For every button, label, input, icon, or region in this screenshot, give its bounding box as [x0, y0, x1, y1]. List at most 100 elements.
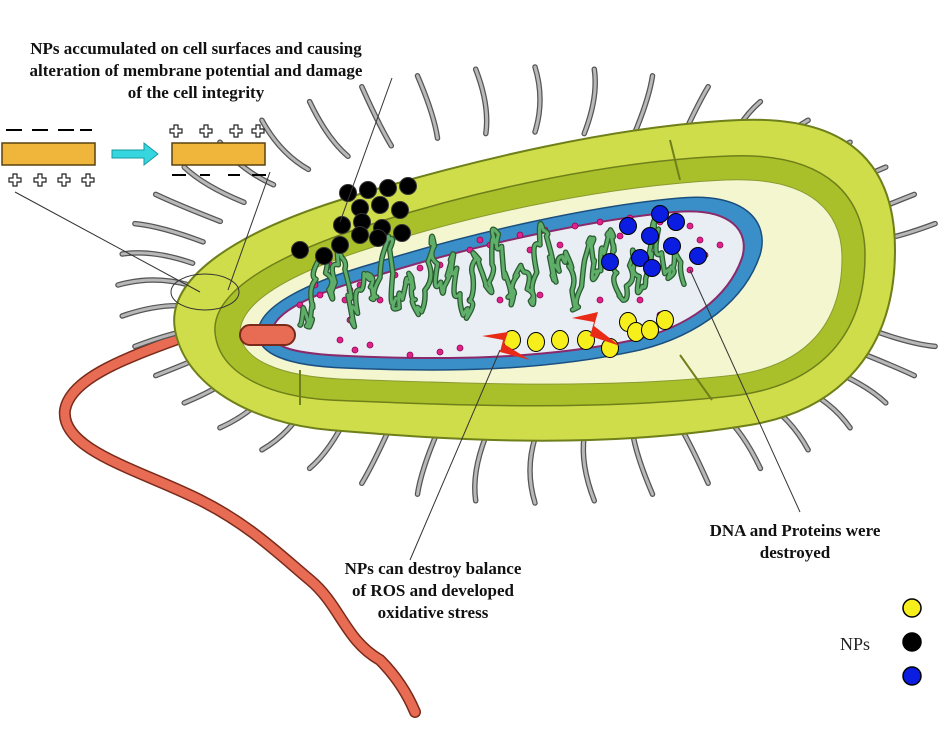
ribosome [336, 336, 344, 344]
ribosome [571, 222, 579, 230]
black-np [291, 241, 309, 259]
pilus [306, 98, 351, 160]
yellow-np [641, 320, 659, 340]
pilus [259, 117, 312, 173]
ribosome [476, 236, 484, 244]
positive-charge-icon [8, 173, 22, 187]
ribosome [716, 241, 724, 249]
black-np [371, 196, 389, 214]
blue-np [667, 213, 685, 231]
pilus [533, 65, 542, 134]
black-np [359, 181, 377, 199]
blue-np [643, 259, 661, 277]
membrane-bar-after [171, 142, 266, 166]
blue-np [663, 237, 681, 255]
membrane-potential-inset [1, 124, 271, 311]
ros-label-line: NPs can destroy balance [344, 559, 522, 578]
dna-effect-label: DNA and Proteins were destroyed [680, 520, 910, 564]
black-np [315, 247, 333, 265]
black-np [369, 229, 387, 247]
ribosome [366, 341, 374, 349]
leader-line-dna [689, 269, 801, 513]
flagellum-base [239, 324, 296, 346]
pilus [416, 74, 439, 140]
black-np [331, 236, 349, 254]
callout-ellipse [170, 273, 240, 311]
ribosome [616, 232, 624, 240]
black-np [399, 177, 417, 195]
pilus [474, 67, 489, 136]
pilus [182, 165, 246, 204]
leader-line-surface [339, 77, 393, 223]
dna-label-line: destroyed [759, 543, 831, 562]
black-np [333, 216, 351, 234]
ribosome [636, 296, 644, 304]
blue-np [619, 217, 637, 235]
blue-np [641, 227, 659, 245]
surface-label-line: alteration of membrane potential and dam… [29, 61, 363, 80]
ribosome [406, 351, 414, 359]
ribosome [596, 218, 604, 226]
black-nanoparticles [291, 177, 417, 265]
positive-charges [8, 124, 265, 187]
ribosome [416, 264, 424, 272]
ribosome [696, 236, 704, 244]
yellow-np-icon [902, 598, 922, 618]
surface-label-line: of the cell integrity [127, 83, 265, 102]
ribosome [556, 241, 564, 249]
ribosome [686, 222, 694, 230]
pilus [582, 67, 597, 136]
pilus [360, 85, 393, 148]
black-np [393, 224, 411, 242]
ros-spark-icon [482, 332, 530, 360]
positive-charge-icon [169, 124, 183, 138]
blue-nanoparticles [601, 205, 707, 277]
pilus [133, 222, 205, 244]
black-np [351, 226, 369, 244]
pilus [260, 118, 310, 171]
pilus [473, 434, 488, 503]
blue-np [651, 205, 669, 223]
yellow-np [551, 330, 569, 350]
ribosome [456, 344, 464, 352]
ribosome [436, 348, 444, 356]
dna-label-line: DNA and Proteins were [709, 521, 881, 540]
ribosome [316, 291, 324, 299]
yellow-np [656, 310, 674, 330]
positive-charge-icon [57, 173, 71, 187]
pilus [581, 434, 596, 503]
flagellum-fill [60, 335, 420, 717]
legend-label: NPs [840, 634, 871, 654]
pilus [308, 100, 350, 158]
leader-line-ros [409, 349, 501, 561]
ribosome [516, 231, 524, 239]
transition-arrow-icon [111, 141, 159, 167]
dna-strand-highlight [298, 217, 686, 329]
surface-label-line: NPs accumulated on cell surfaces and cau… [30, 39, 362, 58]
blue-np [631, 249, 649, 267]
ribosome [351, 346, 359, 354]
ros-effect-label: NPs can destroy balance of ROS and devel… [298, 558, 568, 624]
yellow-nanoparticles [503, 310, 674, 358]
blue-np [689, 247, 707, 265]
ros-spark-icon [572, 312, 620, 346]
black-np [391, 201, 409, 219]
positive-charge-icon [81, 173, 95, 187]
blue-np-icon [902, 666, 922, 686]
positive-charge-icon [199, 124, 213, 138]
ros-label-line: of ROS and developed [352, 581, 514, 600]
black-np [379, 179, 397, 197]
callout-line [14, 191, 201, 293]
yellow-np [527, 332, 545, 352]
ribosome [596, 296, 604, 304]
positive-charge-icon [33, 173, 47, 187]
pilus [528, 436, 537, 505]
positive-charge-icon [251, 124, 265, 138]
ros-label-line: oxidative stress [377, 603, 489, 622]
blue-np [601, 253, 619, 271]
membrane-bar-before [1, 142, 96, 166]
surface-effect-label: NPs accumulated on cell surfaces and cau… [0, 38, 392, 104]
capsule-segment-lines [299, 139, 713, 405]
